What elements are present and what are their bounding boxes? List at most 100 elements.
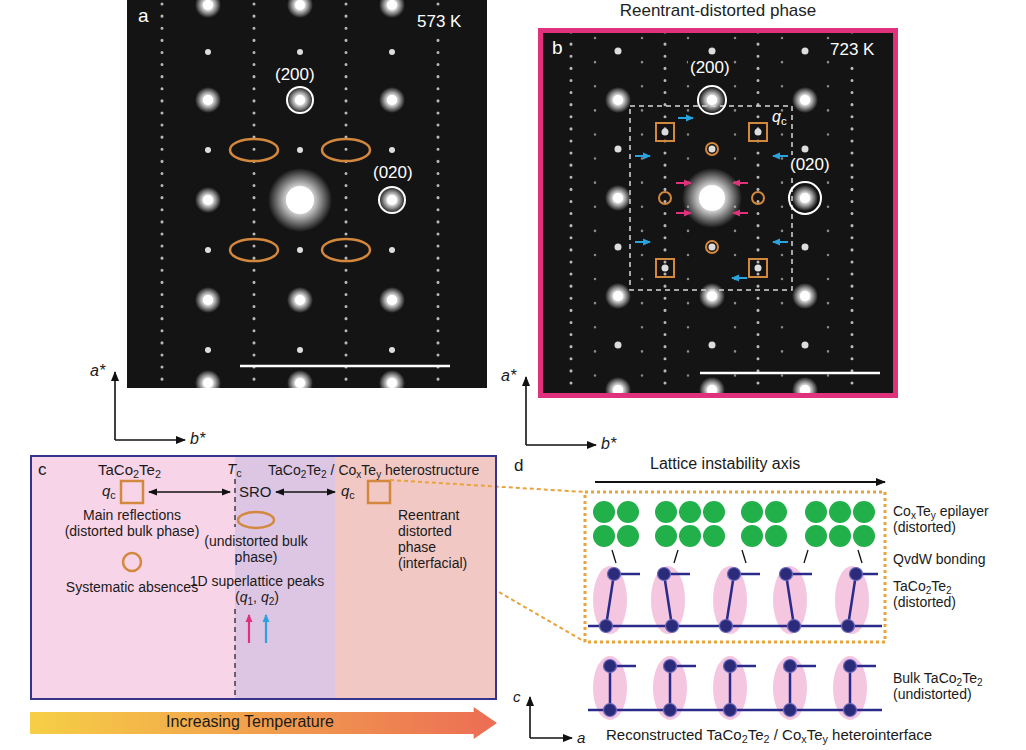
main-reflections-part-part — [287, 287, 313, 313]
epilayer-atoms-part — [703, 501, 725, 523]
minor-spots — [615, 48, 809, 349]
main-reflections-part-part — [195, 287, 221, 313]
main-reflections-part-part — [379, 0, 405, 18]
transition-label: Tc — [227, 460, 242, 477]
superlattice-streaks-part — [253, 4, 256, 386]
sro-label: SRO — [239, 483, 272, 500]
epilayer-atoms-part — [655, 501, 677, 523]
minor-spots-part — [802, 48, 809, 55]
axis-label: a — [577, 729, 585, 746]
main-reflections-part-part — [203, 0, 213, 10]
layer-label: CoxTey epilayer (distorted) — [893, 503, 1018, 535]
layer-label: QvdW bonding — [893, 551, 986, 567]
main-reflections-part-part — [203, 95, 213, 105]
main-reflections-part-part — [699, 377, 725, 398]
main-reflections-part-part — [287, 0, 313, 18]
epilayer-atoms-part — [617, 525, 639, 547]
main-reflections-part-part — [295, 95, 305, 105]
diffraction-pattern-b — [538, 28, 898, 398]
distorted-atoms-part — [728, 568, 741, 581]
arrow-label: Increasing Temperature — [30, 713, 470, 731]
minor-spots-part — [662, 265, 669, 272]
distorted-bonds-part — [848, 574, 856, 626]
distorted-bonds — [588, 574, 882, 626]
main-reflections-part-part — [387, 0, 397, 10]
axis-label-slot: c — [513, 688, 521, 705]
epilayer-atoms-part — [805, 525, 827, 547]
phase-note-slot: Systematic absences — [57, 579, 207, 595]
miller-index-slot: (020) — [371, 163, 415, 183]
superlattice-streaks-part — [345, 4, 348, 386]
distorted-atoms-part — [666, 620, 679, 633]
layer-label-slot: Bulk TaCo2Te2 (undistorted) — [893, 670, 1018, 702]
main-reflections-part-part — [379, 187, 405, 213]
wavevector-label-slot: qc — [772, 108, 787, 126]
absence-circles-part — [706, 241, 718, 253]
main-reflections-part-part — [295, 0, 305, 10]
phase-note: Main reflections (distorted bulk phase) — [57, 507, 207, 539]
vdw-bonds-part — [804, 550, 808, 563]
minor-spots-part — [205, 49, 211, 55]
axis-title: Lattice instability axis — [650, 455, 800, 473]
panel-title-slot: Reentrant-distorted phase — [538, 1, 898, 21]
main-reflections-part-part — [707, 95, 717, 105]
main-reflections-part-part — [613, 291, 623, 301]
panel-letter: a — [136, 5, 151, 27]
diffraction-panel-framed: Reentrant-distorted phaseb723 K(200)(020… — [538, 28, 898, 398]
epilayer-atoms-part — [679, 501, 701, 523]
sro-label-slot: SRO — [239, 483, 272, 500]
axis-label: b* — [190, 430, 205, 448]
phase-diagram-box: cTaCo2Te2TcTaCo2Te2 / CoxTey heterostruc… — [30, 455, 497, 700]
heterointerface-schematic — [530, 482, 885, 738]
phase-diagram-art-part — [335, 457, 495, 698]
zoom-leader-lines-part — [390, 480, 585, 492]
distorted-dimers-part — [651, 566, 685, 634]
distorted-atoms-part — [842, 620, 855, 633]
minor-spots-part — [615, 146, 622, 153]
tc-line-part — [234, 609, 235, 698]
distorted-atoms-part — [720, 620, 733, 633]
q2-arrows-part — [732, 277, 747, 279]
epilayer-atoms-part — [853, 525, 875, 547]
qc-squares-part — [749, 123, 767, 141]
axis-label-slot: a* — [90, 362, 105, 380]
temperature-arrow: Increasing Temperature — [30, 707, 497, 739]
bulk-atoms-part — [664, 660, 677, 673]
main-reflections-part-part — [605, 185, 631, 211]
epilayer-atoms-part — [805, 501, 827, 523]
distorted-dimers-part — [773, 566, 807, 634]
minor-spots-part — [389, 49, 395, 55]
minor-spots-part — [205, 347, 211, 353]
crystal-axes-part — [530, 737, 572, 739]
minor-spots-part — [389, 347, 395, 353]
bulk-atoms-part — [604, 704, 617, 717]
main-reflections-part-part — [792, 283, 818, 309]
bulk-atoms-part — [784, 704, 797, 717]
main-reflections-part-part — [800, 291, 810, 301]
axis-label: a* — [501, 367, 516, 385]
minor-spots-part — [205, 247, 211, 253]
vdw-bonds-part — [674, 550, 678, 563]
minor-spots-part — [297, 147, 303, 153]
main-reflections-part-part — [792, 377, 818, 398]
phase-note-slot: (undistorted bulk phase) — [196, 533, 316, 565]
epilayer-atoms-part — [703, 525, 725, 547]
temperature-label-slot: 723 K — [828, 40, 876, 60]
main-reflections — [195, 0, 405, 388]
phase-note-slot: 1D superlattice peaks (q1, q2) — [182, 573, 332, 605]
distorted-atoms-part — [850, 568, 863, 581]
distorted-bonds-part — [606, 574, 614, 626]
axis-label-slot: b* — [601, 435, 616, 453]
zoom-leader-lines-part — [499, 592, 585, 642]
axis-title-slot: Lattice instability axis — [650, 455, 800, 473]
bulk-bonds — [588, 666, 882, 710]
instability-axis-arrow — [595, 481, 885, 483]
epilayer-atoms — [593, 501, 875, 547]
main-reflections-part-part — [613, 385, 623, 395]
main-reflections-part-part — [707, 291, 717, 301]
main-reflections-part-part — [387, 378, 397, 388]
main-reflections-part-part — [800, 385, 810, 395]
q2-arrows — [635, 118, 788, 278]
main-reflections-part — [203, 0, 397, 388]
epilayer-atoms-part — [679, 525, 701, 547]
